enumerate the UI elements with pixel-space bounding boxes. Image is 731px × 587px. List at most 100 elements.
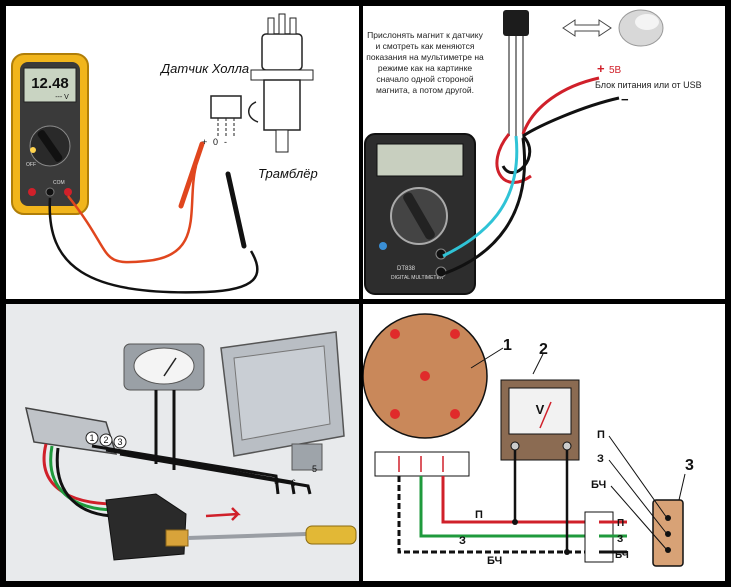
harness-wire-1 [91,444,280,495]
hall-sensor-trambler-panel: 12.48 --- V OFF COM Датчик Холла + 0 - [6,6,359,299]
screwdriver-handle [305,525,357,545]
sensor-block [374,451,470,477]
green-sensor-lead [49,445,117,512]
distributor-flange [250,69,314,81]
callout-2-line [532,353,544,375]
wire-z-label: З [459,535,466,547]
connector-z-label: З [617,534,623,545]
voltage-label: 5В [609,65,622,76]
distributor-label: Трамблёр [258,166,318,181]
module-pin-6: 6 [291,478,296,488]
wire-bch-label: БЧ [487,555,502,567]
black-probe-lead [48,197,259,294]
dt838-model: DT838 [397,266,416,272]
junction-2 [564,549,570,555]
harness-wire-3 [119,452,312,495]
multimeter-jack-red [28,188,36,196]
module-connector [291,443,323,471]
sensor-pin-z [665,531,671,537]
dt838-dial-knob[interactable] [402,191,437,241]
dt838-text: DIGITAL MULTIMETER [391,275,444,281]
red-probe [178,141,205,209]
side-bch-leader [610,485,668,551]
distributor-cap [261,33,303,71]
terminal-plus-label: + [202,137,207,147]
side-z-label: З [597,453,604,465]
sensor-pin-bch [665,547,671,553]
red-probe-lead [67,165,198,264]
power-source-label: Блок питания или от USB [595,80,702,90]
voltmeter-needle [163,357,177,377]
distributor-coil [248,101,259,123]
black-power-wire [522,96,620,138]
callout-3-line [678,473,686,501]
screwdriver-shaft [187,532,307,540]
hall-sensor-schematic-panel: 1 2 V П З БЧ П [363,304,725,581]
terminal-minus-label: - [224,137,227,147]
callout-1-line [470,347,504,369]
rotor-magnet-5 [450,409,460,419]
wire-p-label: П [475,509,483,521]
side-z-leader [608,459,668,535]
wire-bch-black [397,476,599,554]
hall-sensor-label: Датчик Холла [159,61,249,76]
callout-2: 2 [539,341,548,358]
pin-3-label: 3 [117,437,122,447]
callout-1: 1 [503,337,512,354]
side-bch-label: БЧ [591,479,606,491]
pin-1-label: 1 [89,433,94,443]
distributor-body [263,79,301,131]
multimeter-com-label: COM [53,180,65,186]
rotor-magnet-4 [390,409,400,419]
dt838-socket-blue [379,242,387,250]
magnet-highlight [635,14,659,30]
pin-1-marker [85,431,99,445]
junction-1 [512,519,518,525]
rotor-magnet-1 [390,329,400,339]
plus-sign: + [597,61,605,76]
connector-p-label: П [617,518,624,529]
rotor-magnet-2 [450,329,460,339]
rotor-magnet-3 [420,371,430,381]
side-p-label: П [597,429,605,441]
distributor-post-3 [289,17,297,35]
multimeter-unit: --- V [55,94,69,101]
black-sensor-lead [55,447,117,518]
magnet-test-illustration: Прислонять магнит к датчику и смотреть к… [364,9,702,295]
hall-sensor-schematic: 1 2 V П З БЧ П [363,313,694,567]
ignition-wiring-panel: 1 2 3 3 6 5 [6,304,359,581]
dt838-display [376,143,464,177]
instruction-line-3: показания на мультиметре на [366,52,484,62]
callout-3: 3 [685,457,694,474]
multimeter-dial-knob[interactable] [36,129,63,163]
connector-bch-label: БЧ [615,550,629,561]
insert-arrow-icon [205,507,241,521]
hall-sensor-slot [165,529,189,547]
voltmeter-terminal-2 [562,441,572,451]
multimeter-display [23,67,77,103]
magnet-test-panel: Прислонять магнит к датчику и смотреть к… [363,6,725,299]
distributor-post-1 [267,17,275,35]
terminal-zero-label: 0 [213,137,218,147]
hall-sensor-block [210,95,242,119]
distributor-shaft [275,129,289,153]
hall-sensor-chip [503,10,529,36]
black-probe-wire [442,137,526,276]
wire-p-red [441,476,599,524]
instruction-line-1: Прислонять магнит к датчику [367,30,483,40]
pin-3-marker [113,435,127,449]
minus-sign: − [621,92,629,107]
side-p-leader [608,435,668,519]
instruction-line-4: режиме как на картинке [378,63,473,73]
module-pin-5: 5 [312,464,317,474]
pin-2-marker [99,433,113,447]
double-arrow-icon [562,19,612,37]
multimeter-off-label: OFF [26,162,36,168]
module-pin-3: 3 [274,476,279,486]
multimeter-reading: 12.48 [31,75,69,92]
wire-z-green [419,476,599,538]
instruction-line-2: и смотреть как меняются [376,41,475,51]
pin-2-label: 2 [103,435,108,445]
distributor-post-2 [278,13,286,35]
